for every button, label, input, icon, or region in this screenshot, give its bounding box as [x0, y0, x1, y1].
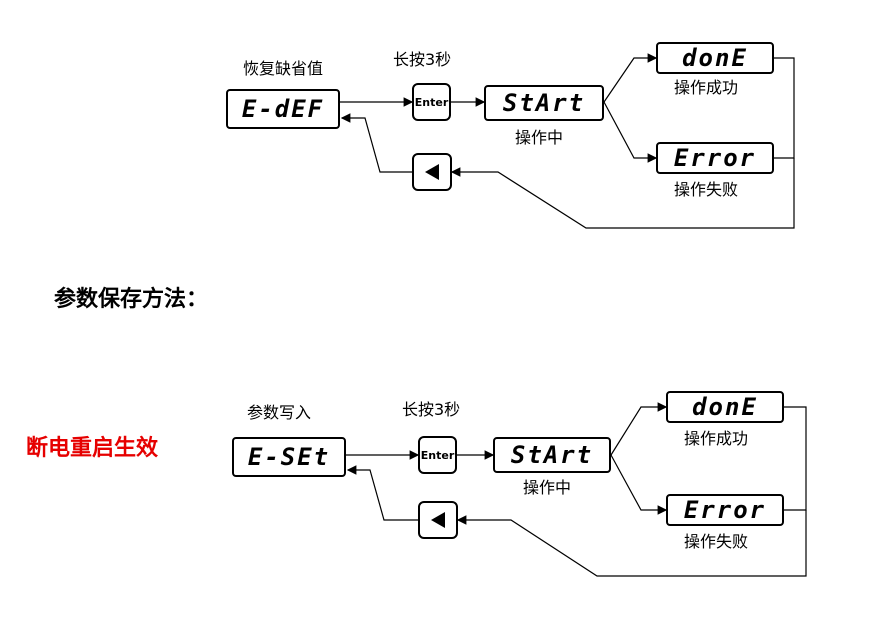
- diagram2-display-start: StArt: [493, 437, 611, 473]
- diagram2-hold-label: 长按3秒: [402, 400, 461, 419]
- diagram1-connectors: [340, 53, 795, 229]
- diagram1-enter-key[interactable]: Enter: [412, 83, 451, 121]
- left-triangle-icon: [431, 512, 445, 528]
- diagram1-display-start: StArt: [484, 85, 604, 121]
- diagram2-connectors: [346, 402, 807, 577]
- diagram1-display-main: E-dEF: [226, 89, 340, 129]
- diagram2-success: 操作成功: [684, 429, 749, 448]
- diagram1-title: 恢复缺省值: [243, 59, 324, 78]
- diagram1-success: 操作成功: [674, 78, 739, 97]
- diagram1-display-error: Error: [656, 142, 774, 174]
- diagram1-in-progress: 操作中: [515, 128, 564, 147]
- diagram2-display-done: donE: [666, 391, 784, 423]
- diagram2-enter-key[interactable]: Enter: [418, 436, 457, 474]
- diagram1-fail: 操作失败: [674, 180, 739, 199]
- restart-note: 断电重启生效: [26, 435, 159, 461]
- diagram1-hold-label: 长按3秒: [393, 50, 452, 69]
- page-heading: 参数保存方法：: [54, 286, 209, 312]
- diagram2-display-main: E-SEt: [232, 437, 346, 477]
- diagram2-title: 参数写入: [247, 403, 312, 422]
- diagram2-back-key[interactable]: [418, 501, 458, 539]
- diagram1-display-done: donE: [656, 42, 774, 74]
- left-triangle-icon: [425, 164, 439, 180]
- diagram2-display-error: Error: [666, 494, 784, 526]
- diagram1-enter-key-label: Enter: [414, 95, 449, 109]
- diagram2-fail: 操作失败: [684, 532, 749, 551]
- diagram2-in-progress: 操作中: [523, 478, 572, 497]
- diagram1-back-key[interactable]: [412, 153, 452, 191]
- diagram2-enter-key-label: Enter: [420, 448, 455, 462]
